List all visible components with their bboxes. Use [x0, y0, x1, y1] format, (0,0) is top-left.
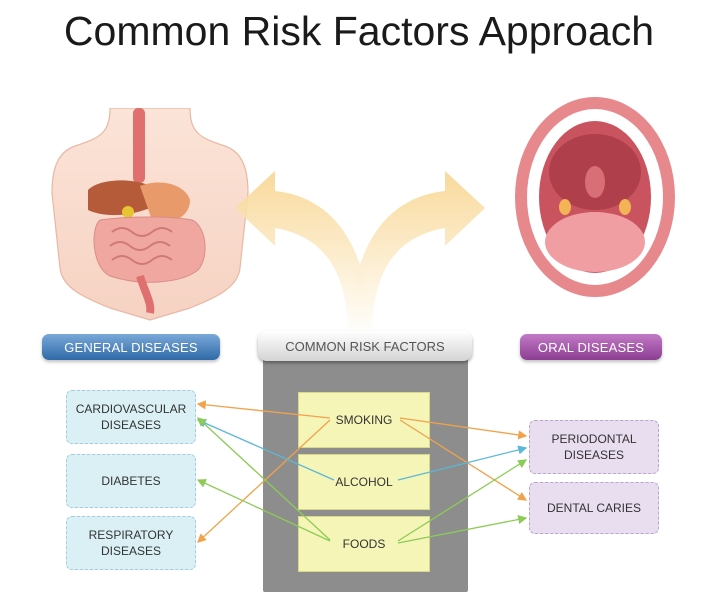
disease-label: CARDIOVASCULAR DISEASES: [75, 402, 187, 432]
mouth-illustration: [515, 97, 675, 297]
disease-cardiovascular: CARDIOVASCULAR DISEASES: [66, 390, 196, 444]
common-risk-factors-label: COMMON RISK FACTORS: [258, 331, 472, 361]
general-diseases-label: GENERAL DISEASES: [42, 334, 220, 360]
risk-factor-smoking: SMOKING: [298, 392, 430, 448]
risk-factor-foods: FOODS: [298, 516, 430, 572]
disease-periodontal: PERIODONTAL DISEASES: [529, 420, 659, 474]
curved-arrows: [235, 171, 485, 336]
disease-diabetes: DIABETES: [66, 454, 196, 508]
risk-factor-alcohol: ALCOHOL: [298, 454, 430, 510]
disease-label: DIABETES: [101, 474, 161, 488]
disease-label: PERIODONTAL DISEASES: [551, 432, 637, 462]
disease-respiratory: RESPIRATORY DISEASES: [66, 516, 196, 570]
disease-label: DENTAL CARIES: [546, 501, 642, 515]
digestive-system-illustration: [51, 108, 249, 321]
disease-label: RESPIRATORY DISEASES: [88, 528, 174, 558]
disease-dental-caries: DENTAL CARIES: [529, 482, 659, 534]
page-title: Common Risk Factors Approach: [63, 8, 655, 54]
oral-diseases-label: ORAL DISEASES: [520, 334, 662, 360]
